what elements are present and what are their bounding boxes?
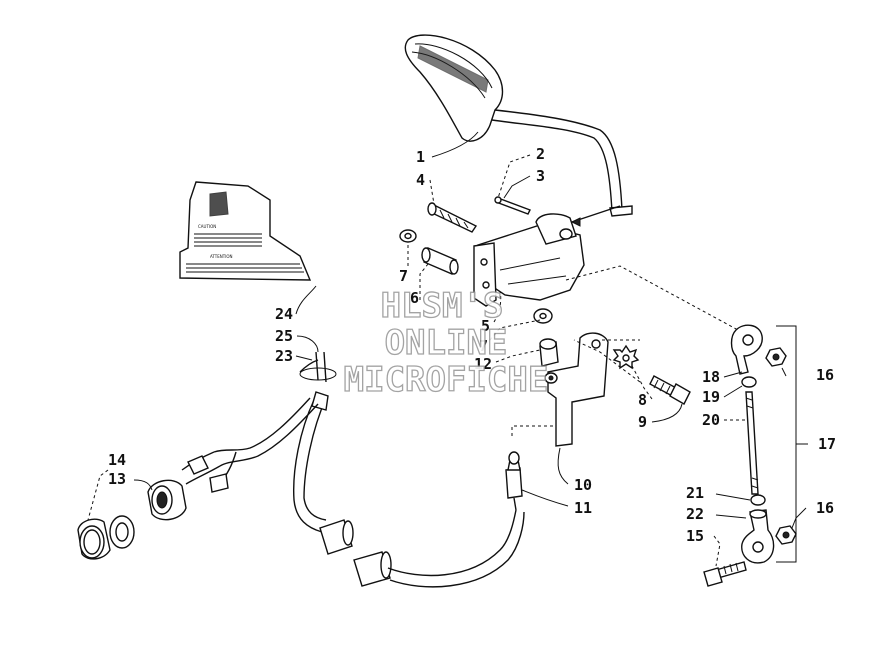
label-part-5: 5 — [481, 317, 490, 335]
bolt-15 — [703, 561, 747, 587]
label-part-23: 23 — [275, 347, 293, 365]
label-part-1: 1 — [416, 148, 425, 166]
connector-lower — [319, 509, 525, 588]
switch-12 — [539, 338, 559, 384]
label-part-20: 20 — [702, 411, 720, 429]
bushing-6 — [421, 247, 459, 275]
label-part-16-top: 16 — [816, 366, 834, 384]
label-part-22: 22 — [686, 505, 704, 523]
label-part-16-bottom: 16 — [816, 499, 834, 517]
label-part-25: 25 — [275, 327, 293, 345]
bezel-ring-14 — [77, 515, 135, 560]
label-part-12: 12 — [474, 355, 492, 373]
decal-attention-text: ATTENTION — [210, 254, 233, 259]
label-part-2: 2 — [536, 145, 545, 163]
decal-caution-text: CAUTION — [198, 224, 216, 229]
nut-16-bottom — [775, 525, 797, 545]
label-part-8: 8 — [638, 391, 647, 409]
label-part-13: 13 — [108, 470, 126, 488]
switch-cable-11 — [505, 451, 523, 511]
lever-bracket — [473, 205, 621, 307]
throttle-lever-handle — [404, 34, 633, 217]
bracket-17 — [776, 325, 808, 563]
label-part-18: 18 — [702, 368, 720, 386]
jam-nut-21 — [750, 494, 766, 506]
rod-end-22 — [741, 509, 775, 564]
bolt-4 — [427, 202, 478, 233]
label-part-3: 3 — [536, 167, 545, 185]
nut-16-top — [765, 347, 787, 367]
watermark-line-1: HLSM'S — [381, 286, 504, 326]
label-part-10: 10 — [574, 476, 592, 494]
part-labels: 1 2 3 4 5 6 7 7 8 9 10 11 12 13 14 15 16… — [108, 145, 836, 545]
leader-lines — [87, 131, 807, 567]
label-part-21: 21 — [686, 484, 704, 502]
jam-nut-19 — [741, 376, 757, 388]
label-part-17: 17 — [818, 435, 836, 453]
lock-washer-8 — [612, 344, 640, 370]
watermark-line-2: ONLINE — [385, 323, 508, 363]
watermark-line-3: MICROFICHE — [344, 360, 549, 400]
washer-7-upper — [399, 229, 417, 243]
warning-decal-24: CAUTION ATTENTION — [179, 181, 312, 281]
label-part-15: 15 — [686, 527, 704, 545]
wiring-harness — [181, 391, 329, 533]
label-part-7-lower: 7 — [479, 337, 488, 355]
kill-switch-13 — [147, 479, 187, 521]
label-part-11: 11 — [574, 499, 592, 517]
label-part-9: 9 — [638, 413, 647, 431]
label-part-4: 4 — [416, 171, 425, 189]
rod-20 — [745, 391, 759, 495]
label-part-19: 19 — [702, 388, 720, 406]
label-part-24: 24 — [275, 305, 293, 323]
washer-7-lower — [533, 308, 553, 324]
connector-pair — [187, 455, 229, 493]
bolt-9 — [649, 375, 691, 405]
label-part-7-upper: 7 — [399, 267, 408, 285]
switch-plate-10 — [547, 332, 609, 447]
pin-3 — [494, 196, 531, 215]
clip-23 — [299, 351, 337, 383]
label-part-6: 6 — [410, 289, 419, 307]
rod-end-18 — [730, 324, 763, 375]
watermark: HLSM'S ONLINE MICROFICHE — [343, 285, 549, 400]
label-part-14: 14 — [108, 451, 126, 469]
